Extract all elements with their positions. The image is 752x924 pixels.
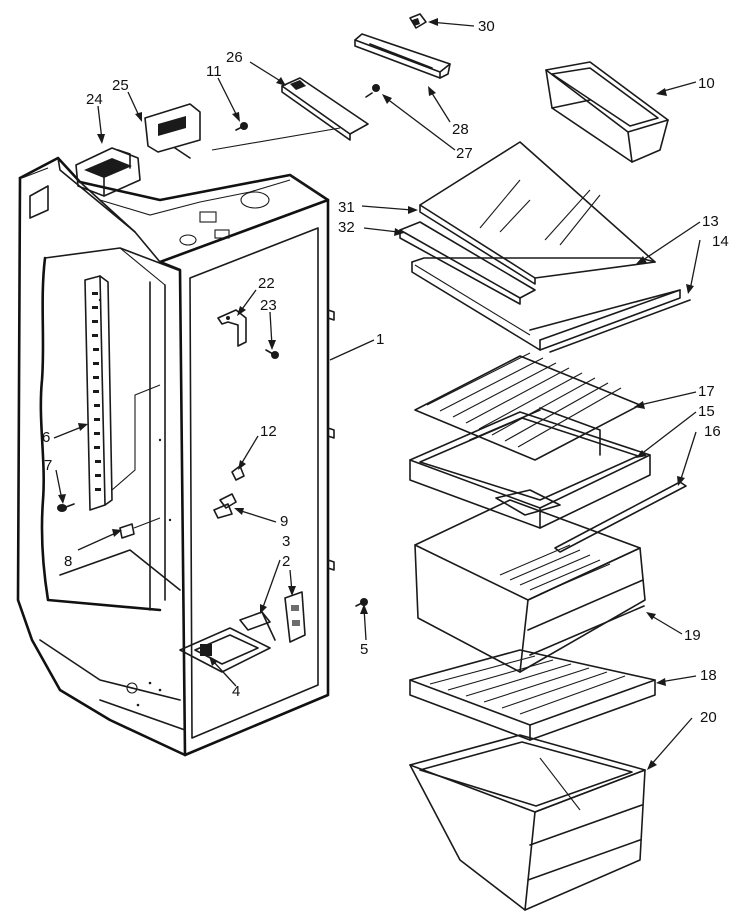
callout-18: 18 <box>700 667 717 684</box>
leader-lines <box>53 18 701 770</box>
callout-22: 22 <box>258 275 275 292</box>
callout-30: 30 <box>478 18 495 35</box>
screw-5 <box>355 598 368 607</box>
crisper-cover-17 <box>414 352 641 461</box>
glass-shelf <box>399 141 691 353</box>
callout-labels: 30 10 26 11 25 24 28 27 31 32 13 14 1 22… <box>42 18 729 726</box>
clip-9 <box>213 493 237 519</box>
drain-4 <box>179 627 271 673</box>
callout-24: 24 <box>86 91 103 108</box>
screw-23 <box>265 349 279 359</box>
rail-26 <box>211 77 369 151</box>
meat-drawer-20 <box>409 734 646 911</box>
callout-1: 1 <box>376 331 384 348</box>
callout-32: 32 <box>338 219 355 236</box>
bracket-25 <box>144 103 201 159</box>
callout-4: 4 <box>232 683 240 700</box>
screw-7 <box>57 503 75 512</box>
callout-12: 12 <box>260 423 277 440</box>
callout-20: 20 <box>700 709 717 726</box>
callout-15: 15 <box>698 403 715 420</box>
callout-5: 5 <box>360 641 368 658</box>
callout-25: 25 <box>112 77 129 94</box>
callout-14: 14 <box>712 233 729 250</box>
rail-16 <box>554 481 687 553</box>
control-housing-24 <box>75 147 141 197</box>
screw-11 <box>235 122 248 131</box>
crisper-drawer-19 <box>414 489 646 673</box>
hinge-2 <box>284 591 306 643</box>
screw-27 <box>365 84 380 98</box>
door-bin-10 <box>545 61 669 163</box>
clip-30 <box>409 13 427 29</box>
callout-11: 11 <box>206 63 222 80</box>
crisper-frame-15 <box>409 407 651 529</box>
callout-2: 2 <box>282 553 290 570</box>
callout-8: 8 <box>64 553 72 570</box>
callout-13: 13 <box>702 213 719 230</box>
callout-17: 17 <box>698 383 715 400</box>
bracket-22 <box>217 309 247 347</box>
clip-8 <box>119 517 161 539</box>
callout-31: 31 <box>338 199 355 216</box>
callout-3: 3 <box>282 533 290 550</box>
shelf-ladder-rail <box>84 275 161 511</box>
callout-28: 28 <box>452 121 469 138</box>
bracket-28 <box>354 33 451 79</box>
callout-16: 16 <box>704 423 721 440</box>
crisper-cover-18 <box>409 649 656 741</box>
callout-9: 9 <box>280 513 288 530</box>
callout-7: 7 <box>44 457 52 474</box>
clip-12 <box>231 465 245 481</box>
callout-27: 27 <box>456 145 473 162</box>
cabinet-liner <box>16 156 335 757</box>
callout-6: 6 <box>42 429 50 446</box>
callout-23: 23 <box>260 297 277 314</box>
callout-19: 19 <box>684 627 701 644</box>
part-3 <box>239 611 276 641</box>
callout-26: 26 <box>226 49 243 66</box>
callout-10: 10 <box>698 75 715 92</box>
